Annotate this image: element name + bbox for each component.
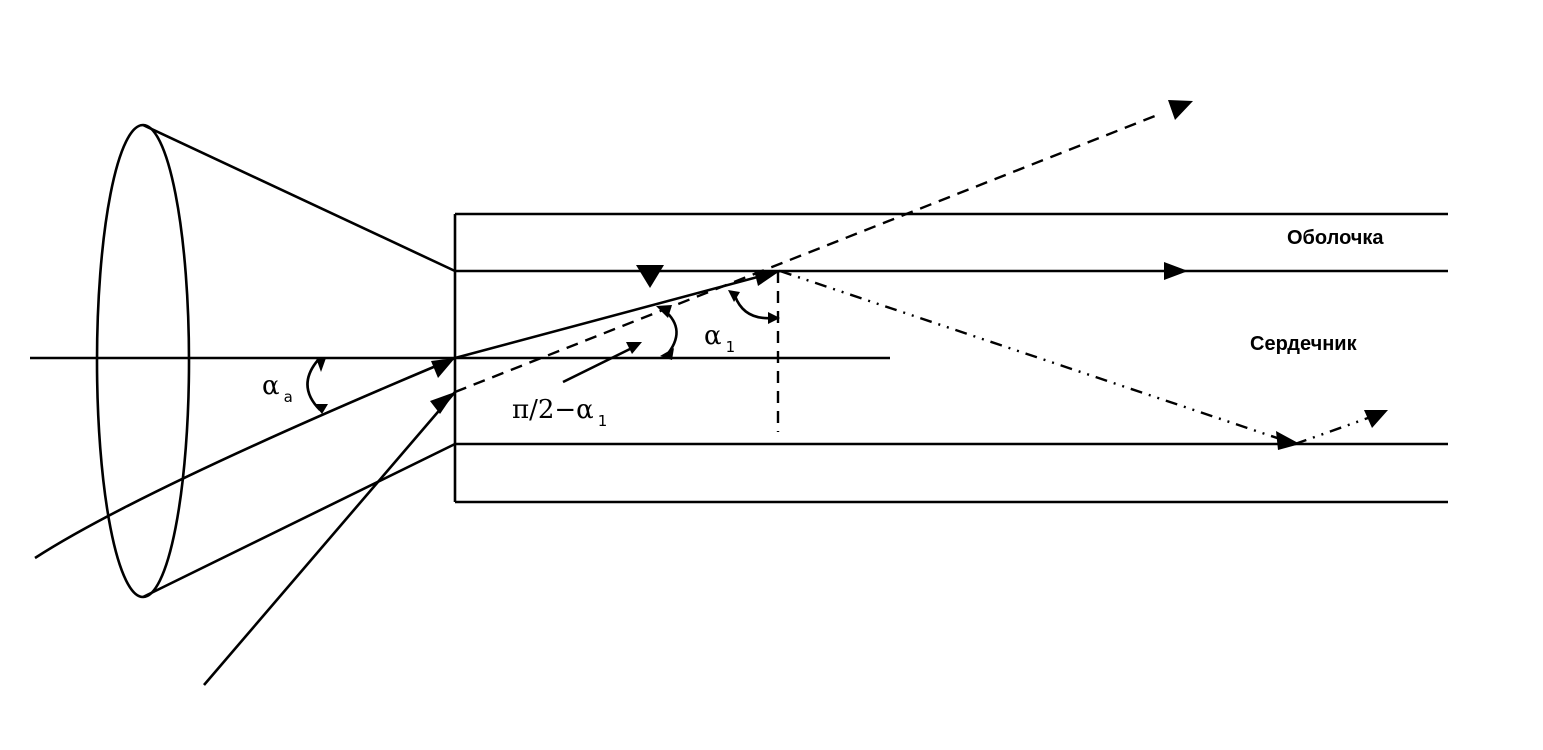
angle-arc-alpha-a-arrow-top (316, 358, 326, 372)
alpha-a-symbol: α (262, 371, 280, 401)
arrowhead-steep-refracted (1168, 100, 1193, 120)
angle-arc-alpha-a-arrow-bottom (314, 404, 328, 414)
arrowhead-steep-incident (430, 392, 455, 414)
reflected-ray-continuation (1294, 416, 1369, 446)
alpha-1-subscript: 1 (726, 338, 736, 356)
angle-arc-alpha-1-arrow-left (728, 290, 740, 302)
arrowhead-reflected-ray (1276, 431, 1300, 450)
angle-arc-complement-arrow-bottom (660, 348, 674, 360)
incident-ray (34, 356, 456, 560)
arrowhead-guided-ray (1164, 262, 1188, 280)
cladding-label: Оболочка (1287, 227, 1384, 249)
leader-complement (562, 346, 633, 384)
angle-arc-alpha-1 (733, 295, 773, 320)
arrowhead-cladding-interface-marker (636, 265, 664, 288)
steep-refracted-ray (454, 112, 1161, 394)
acceptance-cone-base (95, 123, 191, 599)
arrowhead-incident (431, 358, 455, 378)
label-complement-angle: π/2−α 1 (512, 395, 607, 430)
complement-angle-text: π/2−α (512, 395, 594, 425)
core-label: Сердечник (1250, 333, 1358, 355)
leader-complement-arrowhead (626, 342, 642, 354)
complement-angle-subscript: 1 (598, 412, 608, 430)
alpha-a-subscript: a (284, 388, 293, 406)
steep-incident-ray (203, 391, 456, 686)
label-alpha-1: α 1 (704, 321, 735, 356)
angle-arc-alpha-a (306, 359, 321, 411)
reflected-ray (779, 269, 1296, 446)
cone-upper-edge (142, 123, 456, 273)
arrowhead-reflected-continuation (1364, 410, 1388, 428)
cone-lower-edge (142, 442, 456, 599)
alpha-1-symbol: α (704, 321, 722, 351)
angle-arc-complement (663, 309, 678, 357)
label-alpha-a: α a (262, 371, 293, 406)
angle-arc-complement-arrow-top (656, 305, 672, 318)
angle-arc-alpha-1-arrow-right (768, 312, 780, 324)
arrowhead-refracted (754, 270, 780, 286)
